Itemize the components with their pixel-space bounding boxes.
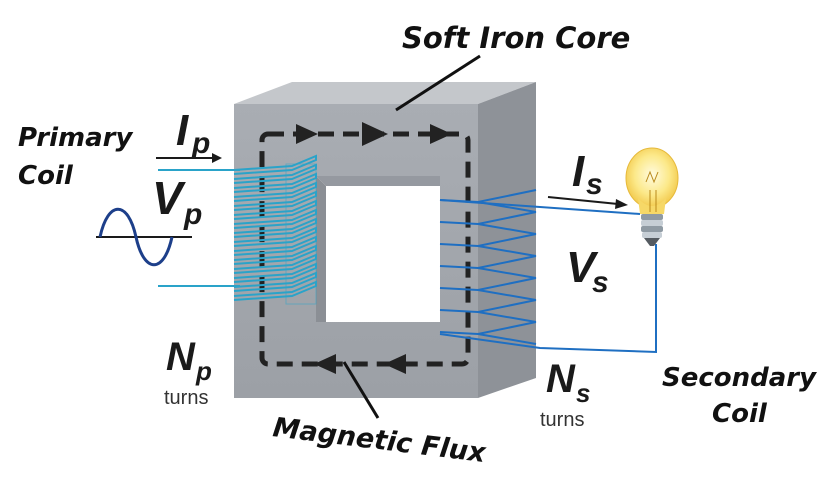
np-turns-label: turns	[164, 387, 208, 409]
secondary-coil-turn-back	[477, 289, 537, 301]
secondary-label-line1: Secondary	[662, 363, 817, 393]
vp-symbol: V	[152, 172, 186, 224]
ns-turns-label: turns	[540, 409, 584, 431]
secondary-coil-turn-back	[477, 223, 537, 235]
flux-arrow-bottom-1	[384, 354, 406, 374]
is-arrow-line	[547, 196, 619, 205]
vs-symbol: V	[566, 243, 599, 292]
primary-coil-outline	[285, 163, 317, 305]
soft-iron-core	[234, 82, 536, 398]
bulb-neck	[638, 198, 666, 214]
bulb-base-2	[641, 220, 663, 226]
secondary-label-line2: Coil	[712, 399, 768, 429]
ip-subscript: p	[191, 127, 210, 160]
is-symbol: I	[572, 147, 585, 196]
primary-coil-turn	[233, 154, 317, 175]
flux-arrow-top-3	[430, 124, 452, 144]
secondary-circuit	[439, 196, 657, 354]
secondary-coil-turn-back	[477, 333, 537, 345]
ip-arrow-head	[212, 153, 222, 163]
bulb-tip	[644, 238, 660, 246]
flux-loop	[259, 131, 471, 367]
flux-label: Magnetic Flux	[271, 412, 489, 469]
ip-symbol: I	[176, 106, 189, 155]
core-pointer-line	[395, 54, 481, 112]
flux-pointer-line	[342, 361, 380, 419]
primary-label-line2: Coil	[18, 161, 74, 191]
is-arrow-head	[615, 199, 628, 209]
secondary-coil-turn-back	[477, 311, 537, 323]
vs-subscript: s	[592, 266, 609, 299]
primary-label-line1: Primary	[18, 123, 133, 153]
is-subscript: s	[586, 168, 603, 201]
primary-coil	[233, 154, 317, 305]
window-inner-wall-left	[316, 176, 326, 322]
bulb-filament	[645, 170, 659, 212]
window-inner-wall-top	[316, 176, 440, 186]
bulb-base-4	[642, 232, 662, 238]
np-subscript: p	[195, 356, 212, 386]
bulb-base-3	[641, 226, 663, 232]
core-window	[326, 186, 440, 322]
primary-leads	[156, 153, 240, 287]
secondary-coil-turn-back	[477, 245, 537, 257]
flux-arrow-top-2	[362, 122, 388, 146]
secondary-wire-top	[439, 199, 641, 215]
ac-sine-wave-icon	[96, 207, 192, 267]
flux-arrow-top-1	[296, 124, 318, 144]
vp-subscript: p	[183, 198, 202, 231]
bulb-base-1	[641, 214, 663, 220]
core-label: Soft Iron Core	[402, 21, 630, 55]
light-bulb-icon	[625, 147, 679, 246]
ns-subscript: s	[576, 378, 590, 408]
core-top-face	[234, 82, 536, 104]
np-symbol: N	[166, 335, 196, 379]
secondary-coil-turn-back	[477, 267, 537, 279]
sine-curve	[98, 207, 174, 267]
ns-symbol: N	[546, 357, 576, 401]
flux-path	[259, 122, 471, 374]
flux-arrow-bottom-2	[314, 354, 336, 374]
secondary-wire-return	[439, 244, 657, 354]
